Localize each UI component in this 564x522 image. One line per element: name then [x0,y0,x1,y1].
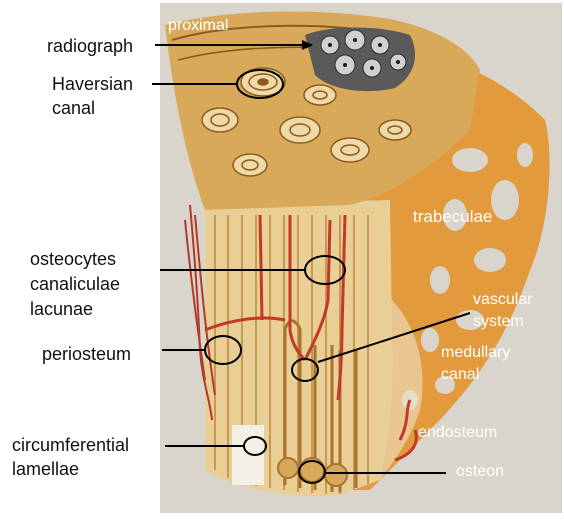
label-lacunae: lacunae [30,298,93,320]
label-haversian: Haversian [52,73,133,95]
label-radiograph: radiograph [47,35,133,57]
label-medullary: medullary [441,343,510,363]
label-vascular: vascular [473,290,533,310]
label-system: system [473,312,524,332]
label-haversian-canal: canal [52,97,95,119]
label-trabeculae: trabeculae [413,207,492,227]
label-osteon: osteon [456,462,504,482]
label-lamellae: lamellae [12,458,79,480]
label-periosteum: periosteum [42,343,131,365]
label-osteocytes: osteocytes [30,248,116,270]
label-endosteum: endosteum [418,423,497,443]
label-canal: canal [441,365,479,385]
label-circumferential: circumferential [12,434,129,456]
label-proximal: proximal [168,16,228,36]
label-canaliculae: canaliculae [30,273,120,295]
